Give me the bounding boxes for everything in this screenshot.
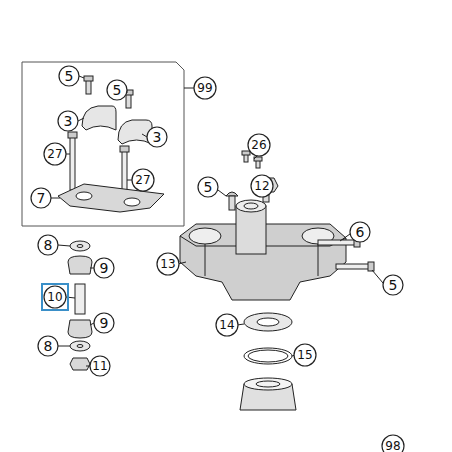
callout-number: 3 (64, 114, 73, 128)
callout-number: 27 (135, 174, 150, 186)
callout-number: 8 (44, 339, 53, 353)
callout-number: 15 (297, 349, 312, 361)
callout-number: 13 (160, 258, 175, 270)
callout-number: 14 (219, 319, 234, 331)
callout-number: 7 (37, 191, 46, 205)
callout-number: 6 (356, 225, 365, 239)
callout-number: 8 (44, 238, 53, 252)
callout-number: 5 (204, 180, 213, 194)
callout-number: 99 (197, 82, 212, 94)
callout-number: 10 (47, 291, 62, 303)
callout-number: 5 (389, 278, 398, 292)
callout-number: 5 (65, 69, 74, 83)
callout-number: 11 (92, 360, 107, 372)
callout-number: 9 (100, 316, 109, 330)
callout-number: 98 (385, 440, 400, 452)
callout-number: 27 (47, 148, 62, 160)
callout-number: 5 (113, 83, 122, 97)
callout-number: 3 (153, 130, 162, 144)
callout-number: 12 (254, 180, 269, 192)
callout-number: 9 (100, 261, 109, 275)
callout-number: 26 (251, 139, 266, 151)
